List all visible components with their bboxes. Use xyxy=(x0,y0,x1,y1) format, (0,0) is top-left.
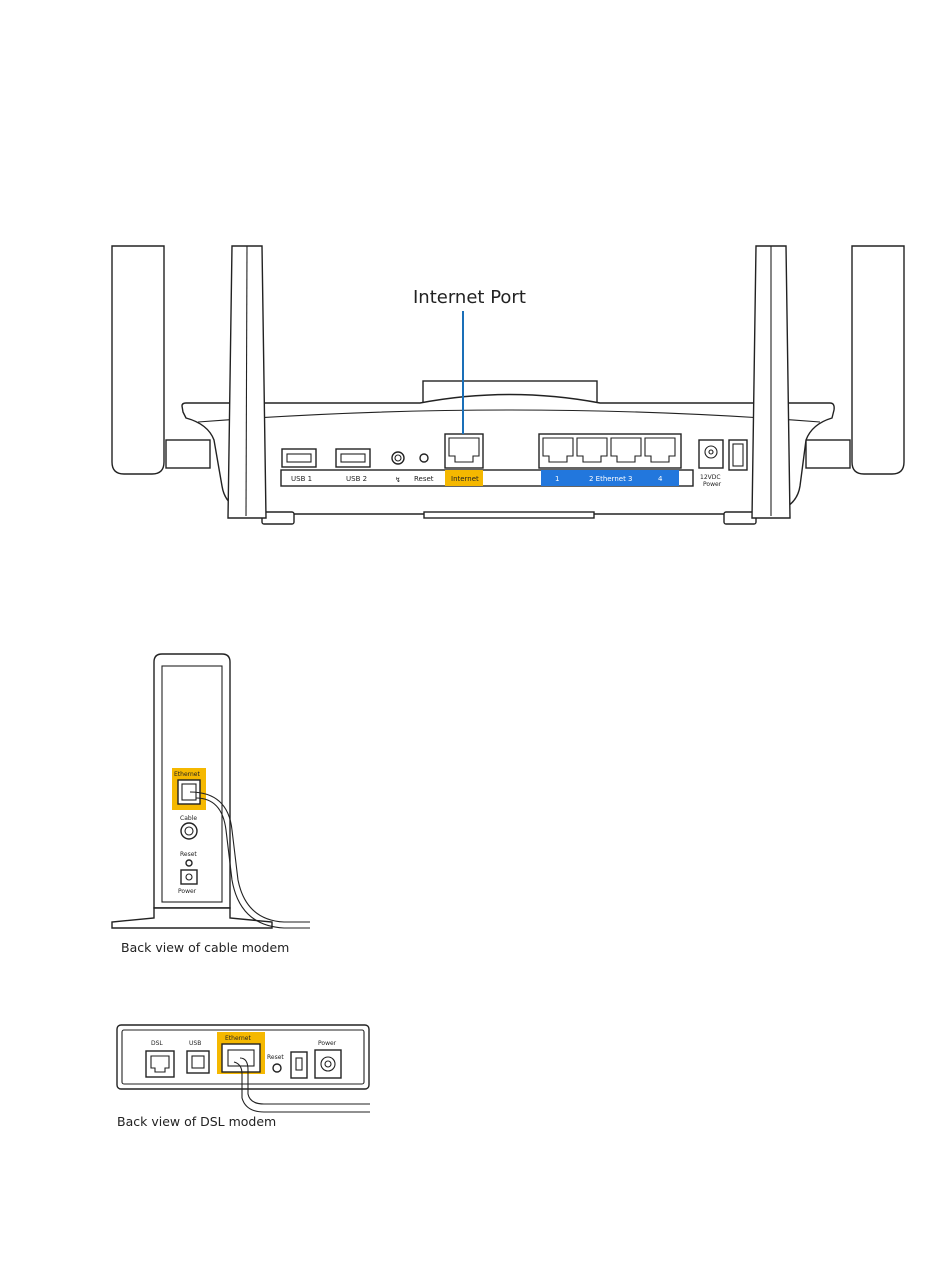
cable-modem-stand xyxy=(112,908,272,928)
dsl-modem-usb-label: USB xyxy=(189,1040,201,1047)
dsl-modem-reset-label: Reset xyxy=(267,1054,284,1061)
cable-modem-reset-label: Reset xyxy=(180,851,197,858)
dsl-modem-power-label: Power xyxy=(318,1040,337,1047)
dsl-modem-reset-button xyxy=(273,1064,281,1072)
dsl-modem-ethernet-label: Ethernet xyxy=(225,1035,251,1042)
dsl-modem-caption: Back view of DSL modem xyxy=(117,1114,276,1129)
eth-middle-label: 2 Ethernet 3 xyxy=(589,475,633,483)
cable-modem-illustration: Ethernet Cable Reset Power Back view of … xyxy=(112,654,310,955)
cable-modem-coax-port xyxy=(181,823,197,839)
power-voltage-label: 12VDC xyxy=(700,474,721,481)
left-foot xyxy=(262,512,294,524)
left-antenna-hinge xyxy=(166,440,210,468)
usb1-label: USB 1 xyxy=(291,475,312,483)
wps-button xyxy=(392,452,404,464)
right-outer-antenna xyxy=(852,246,904,474)
internet-port xyxy=(445,434,483,468)
dsl-modem-illustration: DSL USB Ethernet Reset Power Back view o… xyxy=(117,1025,370,1129)
dsl-modem-power-jack xyxy=(315,1050,341,1078)
dsl-modem-usb-port xyxy=(187,1051,209,1073)
dsl-modem-dsl-label: DSL xyxy=(151,1040,163,1047)
cable-modem-power-jack xyxy=(181,870,197,884)
usb2-label: USB 2 xyxy=(346,475,367,483)
internet-port-callout-label: Internet Port xyxy=(413,287,526,308)
center-foot xyxy=(424,512,594,518)
eth1-label: 1 xyxy=(555,475,559,483)
cable-modem-cable-label: Cable xyxy=(180,815,197,822)
left-outer-antenna xyxy=(112,246,164,474)
cable-modem-ethernet-label: Ethernet xyxy=(174,771,200,778)
right-antenna-hinge xyxy=(806,440,850,468)
eth4-label: 4 xyxy=(658,475,663,483)
dsl-modem-power-switch xyxy=(291,1052,307,1078)
power-label: Power xyxy=(703,481,722,488)
internet-label: Internet xyxy=(451,475,479,483)
cable-modem-power-label: Power xyxy=(178,888,197,895)
reset-button xyxy=(420,454,428,462)
router-illustration: USB 1 USB 2 ↯ Reset Internet 1 2 Etherne… xyxy=(112,246,904,524)
wps-icon: ↯ xyxy=(395,476,401,484)
cable-modem-reset-button xyxy=(186,860,192,866)
dsl-modem-dsl-port xyxy=(146,1051,174,1077)
ethernet-ports-block xyxy=(539,434,681,468)
right-foot xyxy=(724,512,756,524)
cable-modem-caption: Back view of cable modem xyxy=(121,940,289,955)
reset-label: Reset xyxy=(414,475,434,483)
